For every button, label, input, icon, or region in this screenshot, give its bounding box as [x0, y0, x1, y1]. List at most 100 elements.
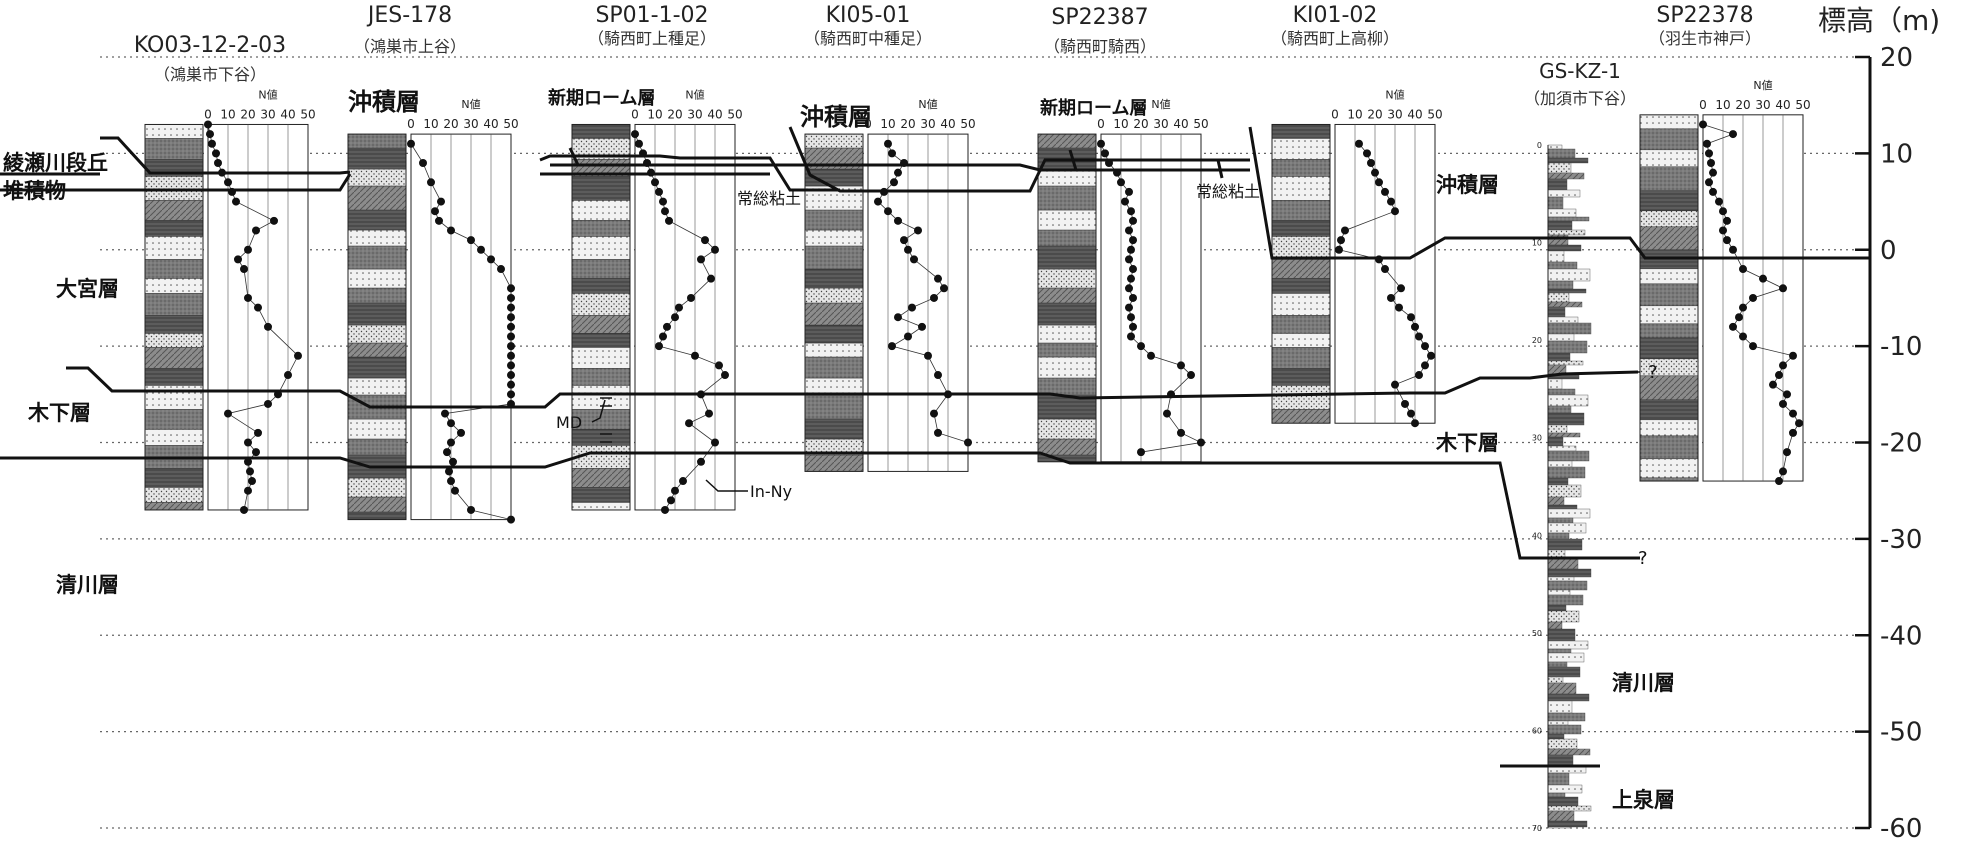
n-value-point [1391, 207, 1399, 216]
lithology-layer [1639, 419, 1699, 437]
n-value-point [254, 428, 262, 437]
n-value-point [934, 274, 942, 283]
lithology-layer [1639, 190, 1699, 212]
lithology-layer [1271, 236, 1331, 260]
lithology-layer [1037, 287, 1097, 304]
lithology-layer [144, 347, 204, 369]
n-value-tick-label: 20 [900, 117, 915, 131]
lithology-layer [1639, 435, 1699, 460]
n-value-point [431, 207, 439, 216]
n-value-point [1341, 226, 1349, 235]
n-value-tick-label: 50 [503, 117, 518, 131]
core-layer [1547, 820, 1588, 828]
n-value-point [1387, 293, 1395, 302]
lithology-layer [571, 200, 631, 221]
core-layer [1547, 144, 1563, 150]
axis-tick-label: 20 [1880, 43, 1913, 73]
core-layer [1547, 280, 1574, 290]
n-value-point [651, 178, 659, 187]
n-value-tick-label: 0 [864, 117, 872, 131]
axis-title: 標高（m) [1818, 4, 1940, 37]
lithology-column-frame [347, 133, 407, 521]
axis-tick-label: -20 [1880, 429, 1922, 459]
borehole-name: JES-178 [366, 3, 452, 28]
n-value-point [1163, 409, 1171, 418]
core-layer [1547, 484, 1582, 498]
lithology-layer [571, 176, 631, 201]
formation-labels: 綾瀬川段丘 堆積物 大宮層 木下層 清川層 沖積層 沖積層 沖積層 新期ローム層… [3, 87, 1675, 812]
borehole-location: （羽生市神戸） [1649, 29, 1761, 48]
lithology-layer [1037, 342, 1097, 358]
n-value-point [451, 486, 459, 495]
core-layer [1547, 322, 1592, 335]
lithology-layer [144, 138, 204, 160]
lithology-layer [144, 278, 204, 294]
n-value-point [248, 477, 256, 486]
n-value-frame [410, 133, 512, 521]
n-value-point [888, 149, 896, 158]
label-omiya: 大宮層 [56, 277, 119, 301]
n-value-point [208, 139, 216, 148]
borehole-name: KO03-12-2-03 [134, 33, 286, 58]
lithology-layer [804, 229, 864, 247]
n-value-tick-label: 30 [1153, 117, 1168, 131]
core-layer [1547, 316, 1579, 324]
n-value-point [697, 255, 705, 264]
n-value-point [1147, 351, 1155, 360]
n-value-point [1729, 130, 1737, 139]
n-value-tick-label: 50 [1193, 117, 1208, 131]
lithology-layer [144, 124, 204, 139]
n-value-point [884, 139, 892, 148]
n-value-point [477, 245, 485, 254]
n-value-point [204, 120, 212, 129]
lithology-layer [1271, 333, 1331, 348]
label-md: MD [556, 413, 582, 432]
n-value-point [1129, 293, 1137, 302]
n-value-point [1729, 245, 1737, 254]
lithology-layer [571, 124, 631, 139]
n-value-point [1739, 303, 1747, 312]
n-value-tick-label: 20 [240, 107, 255, 121]
label-ayase-2: 堆積物 [3, 179, 66, 203]
core-layer [1547, 208, 1577, 218]
n-value-label: N値 [258, 88, 277, 101]
lithology-layer [347, 209, 407, 231]
borehole-name: SP01-1-02 [595, 3, 708, 28]
n-value-point [206, 130, 214, 139]
boundary-ayase-top [100, 136, 351, 175]
lithology-column-frame [144, 123, 204, 511]
core-layer [1547, 712, 1586, 722]
borehole-location: （鴻巣市上谷） [354, 37, 466, 56]
core-layer [1547, 388, 1576, 396]
n-value-point [1363, 149, 1371, 158]
n-value-tick-label: 10 [423, 117, 438, 131]
n-value-tick-label: 50 [300, 107, 315, 121]
n-value-point [1129, 322, 1137, 331]
label-question-1: ? [1648, 362, 1658, 383]
n-value-point [240, 265, 248, 274]
core-depth-tick: 50 [1532, 629, 1542, 638]
n-value-point [1411, 419, 1419, 428]
n-value-point [507, 515, 515, 524]
core-layer [1547, 178, 1568, 191]
core-depth-tick: 20 [1532, 336, 1542, 345]
lithology-layer [1271, 159, 1331, 177]
core-layer [1547, 682, 1577, 695]
lithology-column-frame [1639, 114, 1699, 482]
core-layer [1547, 522, 1587, 534]
axis-tick-label: 0 [1880, 236, 1897, 266]
core-layer [1547, 604, 1567, 612]
core-layer [1547, 445, 1577, 452]
n-value-tick-label: 10 [1715, 98, 1730, 112]
core-layer [1547, 229, 1586, 236]
lithology-layer [1271, 347, 1331, 369]
n-value-point [1381, 187, 1389, 196]
n-value-point [1395, 303, 1403, 312]
n-value-point [894, 313, 902, 322]
n-value-tick-label: 20 [1367, 107, 1382, 121]
n-value-point [507, 332, 515, 341]
n-value-point [1789, 351, 1797, 360]
n-value-point [661, 505, 669, 514]
